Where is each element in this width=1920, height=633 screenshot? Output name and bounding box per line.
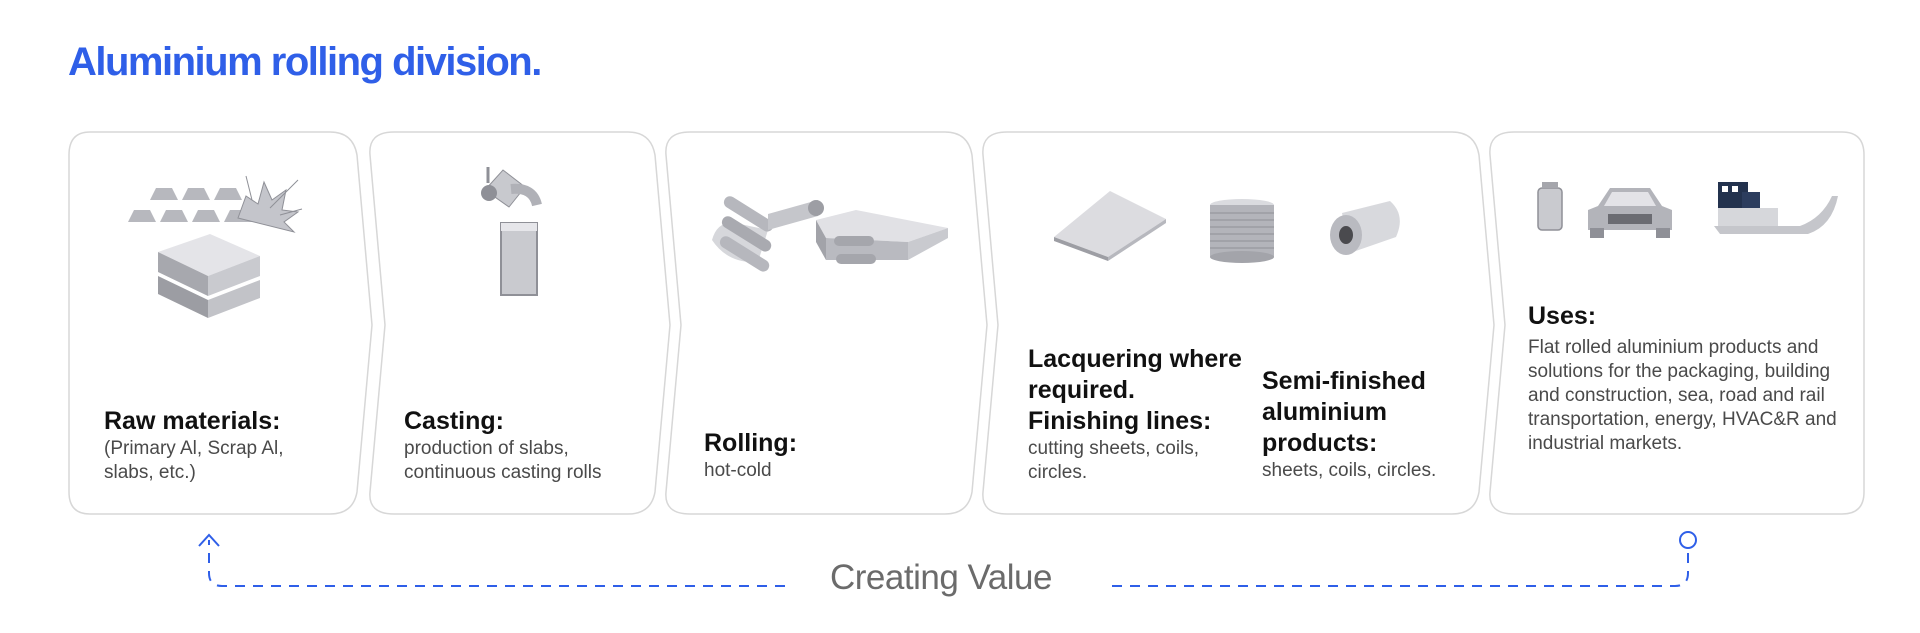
stage-semi-finished: Semi-finished aluminium products: sheets…: [1262, 366, 1467, 483]
stage-description: sheets, coils, circles.: [1262, 460, 1437, 481]
slab-stack-icon: [158, 234, 260, 318]
ship-icon: [1714, 182, 1838, 234]
stage-heading: Uses:: [1528, 302, 1597, 330]
stage-raw-materials: Raw materials: (Primary Al, Scrap Al, sl…: [104, 406, 354, 485]
cycle-start-circle: [1679, 531, 1697, 549]
rolling-mill-icon: [712, 196, 948, 272]
uses-illustration: [1537, 182, 1838, 238]
car-icon: [1588, 188, 1672, 238]
stage-finishing: Lacquering where required. Finishing lin…: [1028, 344, 1248, 485]
ingots-icon: [128, 188, 252, 222]
stage-heading: Lacquering where required. Finishing lin…: [1028, 345, 1242, 435]
stage-heading: Rolling:: [704, 429, 798, 457]
raw-materials-illustration: [128, 175, 303, 318]
scrap-icon: [237, 175, 303, 233]
stage-heading: Raw materials:: [104, 407, 281, 435]
sheet-icon: [1054, 191, 1166, 261]
stage-heading: Semi-finished aluminium products:: [1262, 367, 1426, 457]
stage-panel-raw-materials: [68, 131, 373, 515]
roll-icon: [1330, 201, 1400, 255]
stage-panel-casting: [369, 131, 671, 515]
cycle-arrow-right: [1112, 552, 1689, 587]
cast-slab-icon: [500, 222, 538, 296]
stage-description: production of slabs, continuous casting …: [404, 438, 602, 483]
coil-stack-icon: [1210, 199, 1274, 263]
stage-description: hot-cold: [704, 460, 772, 481]
arrowhead-icon: [198, 533, 220, 547]
page-title: Aluminium rolling division.: [68, 40, 542, 84]
stage-description: (Primary Al, Scrap Al, slabs, etc.): [104, 438, 284, 483]
creating-value-label: Creating Value: [830, 558, 1052, 597]
stage-casting: Casting: production of slabs, continuous…: [404, 406, 654, 485]
rolling-illustration: [712, 196, 948, 272]
stage-rolling: Rolling: hot-cold: [704, 428, 954, 483]
stage-description: Flat rolled aluminium products and solut…: [1528, 337, 1837, 454]
can-icon: [1537, 182, 1563, 231]
cycle-arrow-left: [208, 540, 785, 587]
stage-description: cutting sheets, coils, circles.: [1028, 438, 1200, 483]
casting-illustration: [481, 167, 542, 296]
stage-uses: Uses: Flat rolled aluminium products and…: [1528, 301, 1838, 456]
finishing-illustration: [1054, 191, 1400, 263]
ladle-icon: [481, 167, 542, 208]
stage-heading: Casting:: [404, 407, 504, 435]
